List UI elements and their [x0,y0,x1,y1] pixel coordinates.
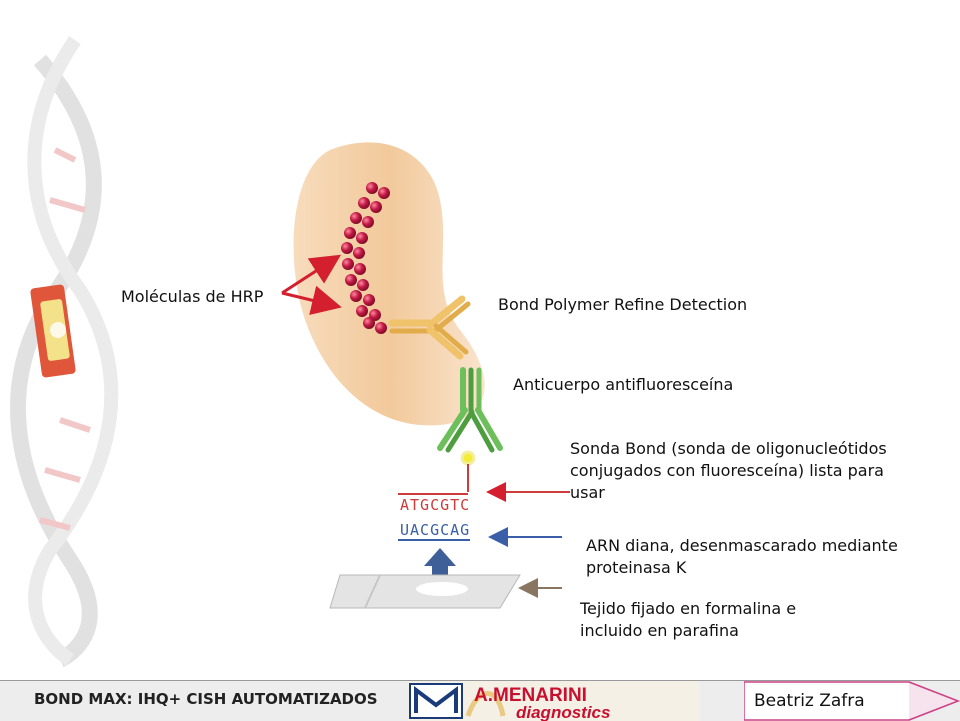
hrp-bead [366,182,378,194]
fluorescein-marker [460,450,476,466]
hrp-bead [370,201,382,213]
dna-helix-icon [10,36,119,668]
hrp-molecule-chain [341,182,390,334]
hrp-bead [344,227,356,239]
hrp-bead [357,279,369,291]
target-sequence: UACGCAG [400,521,470,539]
hrp-bead [363,317,375,329]
hrp-bead [375,322,387,334]
hrp-bead [354,263,366,275]
tissue-slide [329,574,521,609]
menarini-logo-icon: A.MENARINI diagnostics [408,681,700,721]
hrp-bead [356,305,368,317]
hrp-bead [345,274,357,286]
probe-sequence: ATGCGTC [400,496,470,514]
document-icon [30,284,76,378]
author-arrow-box [744,681,960,721]
hrp-bead [342,258,354,270]
hrp-bead [350,212,362,224]
hrp-bead [358,197,370,209]
polymer-antibody [388,295,471,360]
hrp-bead [356,232,368,244]
hrp-bead [362,216,374,228]
author-name: Beatriz Zafra [754,691,865,711]
label-hrp-molecules: Moléculas de HRP [121,287,264,306]
label-target-rna: ARN diana, desenmascarado mediante prote… [586,536,898,577]
anti-fluorescein-antibody [437,367,503,453]
hrp-bead [378,187,390,199]
footer-title: BOND MAX: IHQ+ CISH AUTOMATIZADOS [34,690,378,708]
polymer-blob [293,142,485,426]
label-polymer-detection: Bond Polymer Refine Detection [498,295,748,314]
hrp-bead [363,294,375,306]
label-bond-probe: Sonda Bond (sonda de oligonucleótidos co… [570,439,887,502]
label-anti-fluorescein: Anticuerpo antifluoresceína [513,375,734,394]
hrp-bead [353,247,365,259]
label-tissue: Tejido fijado en formalina e incluido en… [580,599,797,640]
hrp-bead [350,290,362,302]
hrp-bead [341,242,353,254]
footer-bar: BOND MAX: IHQ+ CISH AUTOMATIZADOS A.MENA… [0,680,960,721]
hrp-arrows [281,254,342,315]
logo-sub-text: diagnostics [516,703,610,721]
logo-brand-text: A.MENARINI [474,685,587,706]
